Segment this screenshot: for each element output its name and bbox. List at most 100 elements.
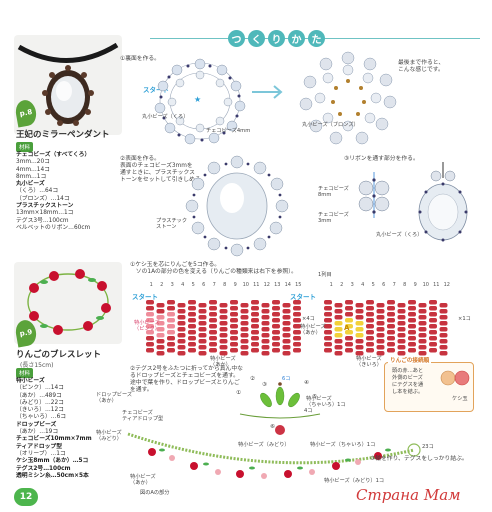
- material-item: （オリーブ）…1コ: [16, 450, 66, 457]
- bead: [219, 327, 228, 332]
- bead: [156, 309, 165, 314]
- header-char: り: [268, 30, 285, 47]
- bead: [345, 324, 353, 329]
- column-number: 1: [329, 282, 333, 288]
- bead: [355, 315, 364, 320]
- bead: [334, 333, 343, 338]
- column-number: 10: [242, 282, 249, 288]
- bead: [408, 300, 416, 305]
- bead: [376, 327, 385, 332]
- bead: [146, 336, 154, 341]
- column-number: 12: [263, 282, 270, 288]
- bead: [418, 321, 427, 326]
- label-fig-a: 図のAの部分: [140, 490, 170, 496]
- bead: [146, 300, 154, 305]
- bead: [272, 312, 280, 317]
- bead: [251, 342, 259, 347]
- bead: [219, 351, 228, 356]
- bead: [418, 345, 427, 350]
- material-item: ティアドロップ型: [16, 443, 63, 450]
- bead: [366, 324, 374, 329]
- bead: [366, 306, 374, 311]
- bead: [251, 306, 259, 311]
- bead: [219, 321, 228, 326]
- bead: [387, 312, 395, 317]
- pendant-step-1: ①裏面を作る。: [120, 56, 160, 62]
- bead: [439, 351, 448, 356]
- pendant-title: 王妃のミラーペンダント: [16, 130, 110, 140]
- bead: [324, 324, 332, 329]
- column-number: 8: [223, 282, 227, 288]
- bead: [418, 351, 427, 356]
- bead: [198, 321, 207, 326]
- column-number: 11: [253, 282, 260, 288]
- bead: [408, 318, 416, 323]
- bead: [334, 345, 343, 350]
- bead: [188, 348, 196, 353]
- bead: [230, 306, 238, 311]
- bead: [240, 339, 249, 344]
- bead: [209, 324, 217, 329]
- bead: [261, 333, 270, 338]
- bracelet-materials-badge: 材料: [16, 368, 34, 378]
- column-number: 6: [382, 282, 386, 288]
- bead: [198, 333, 207, 338]
- bead: [355, 303, 364, 308]
- bead: [167, 336, 175, 341]
- bead: [429, 324, 437, 329]
- material-item: 透明ミシン糸…50cm×5本: [16, 472, 89, 479]
- bead: [219, 333, 228, 338]
- bead: [261, 315, 270, 320]
- bead: [219, 315, 228, 320]
- bead: [324, 312, 332, 317]
- bead: [366, 330, 374, 335]
- material-item: チェコビーズ10mm×7mm: [16, 436, 92, 443]
- bead: [240, 321, 249, 326]
- bracelet-chain-diagram: [127, 432, 421, 479]
- bead: [167, 312, 175, 317]
- bead: [219, 339, 228, 344]
- bead: [272, 342, 280, 347]
- pendant-label-plastic: プラスチック ストーン: [156, 218, 188, 230]
- column-number: 4: [361, 282, 365, 288]
- column-number: 15: [295, 282, 302, 288]
- bead: [261, 339, 270, 344]
- column-number: 5: [191, 282, 195, 288]
- bead: [198, 351, 207, 356]
- bead: [209, 312, 217, 317]
- bead: [355, 339, 364, 344]
- bead: [219, 345, 228, 350]
- bead: [324, 306, 332, 311]
- column-number: 5: [371, 282, 375, 288]
- bead: [282, 345, 291, 350]
- bead: [324, 342, 332, 347]
- bead: [198, 327, 207, 332]
- bead: [240, 345, 249, 350]
- label-a: A: [344, 324, 350, 332]
- bead: [167, 342, 175, 347]
- bead: [334, 327, 343, 332]
- bead: [177, 327, 186, 332]
- label-count-6: 6コ: [282, 376, 291, 382]
- column-number: 11: [433, 282, 440, 288]
- bead: [146, 330, 154, 335]
- bead: [261, 309, 270, 314]
- bead: [334, 351, 343, 356]
- material-item: （みどり）…22コ: [16, 399, 64, 406]
- bead: [167, 348, 175, 353]
- header-char: か: [288, 30, 305, 47]
- bead: [230, 312, 238, 317]
- material-item: チェコビーズ（すべてくろ）: [16, 152, 91, 158]
- pendant-loop-diagram: [358, 172, 390, 218]
- bead: [439, 315, 448, 320]
- bead: [334, 321, 343, 326]
- pendant-step-2: ②表面を作る。 表面のチェコビーズ3mmを 通すときに、プラスチックス トーンを…: [120, 156, 207, 183]
- bead: [397, 333, 406, 338]
- header-char: く: [248, 30, 265, 47]
- bead: [167, 300, 175, 305]
- column-number: 6: [202, 282, 206, 288]
- bead: [397, 315, 406, 320]
- material-item: ケシ玉8mm（あか）…5コ: [16, 458, 89, 465]
- pendant-materials-badge: 材料: [16, 142, 34, 152]
